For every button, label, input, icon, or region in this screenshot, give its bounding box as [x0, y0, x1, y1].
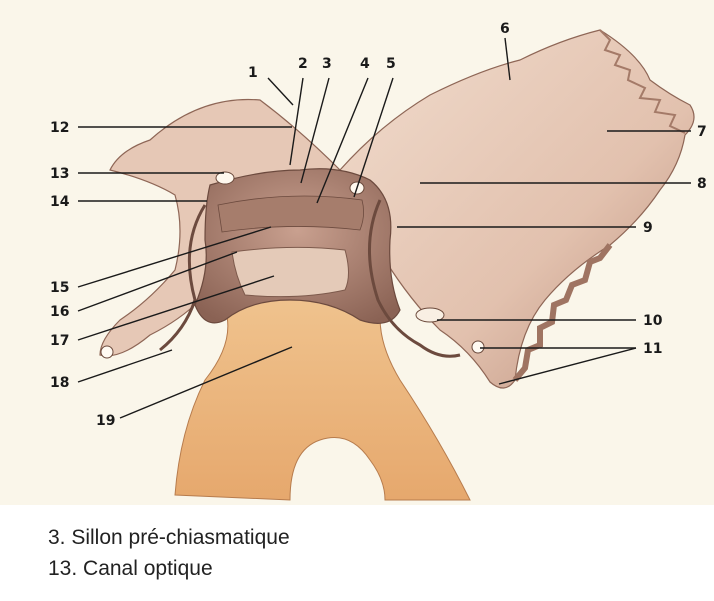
- label-10: 10: [643, 313, 663, 329]
- label-15: 15: [50, 280, 69, 296]
- label-17: 17: [50, 333, 69, 349]
- label-13: 13: [50, 166, 69, 182]
- legend: 3. Sillon pré-chiasmatique 13. Canal opt…: [48, 522, 688, 584]
- right-foramen-spinosum: [472, 341, 484, 353]
- dorsum-sellae: [232, 247, 349, 296]
- legend-item: 13. Canal optique: [48, 553, 688, 584]
- label-4: 4: [360, 56, 370, 72]
- label-9: 9: [643, 220, 653, 236]
- label-11: 11: [643, 341, 662, 357]
- label-8: 8: [697, 176, 707, 192]
- left-optic-canal: [216, 172, 234, 184]
- label-19: 19: [96, 413, 115, 429]
- label-14: 14: [50, 194, 70, 210]
- label-12: 12: [50, 120, 69, 136]
- label-2: 2: [298, 56, 308, 72]
- label-18: 18: [50, 375, 69, 391]
- label-5: 5: [386, 56, 396, 72]
- label-16: 16: [50, 304, 69, 320]
- label-3: 3: [322, 56, 332, 72]
- sella-band: [218, 196, 364, 232]
- label-1: 1: [248, 65, 258, 81]
- legend-item: 3. Sillon pré-chiasmatique: [48, 522, 688, 553]
- label-7: 7: [697, 124, 707, 140]
- left-foramen: [101, 346, 113, 358]
- label-6: 6: [500, 21, 510, 37]
